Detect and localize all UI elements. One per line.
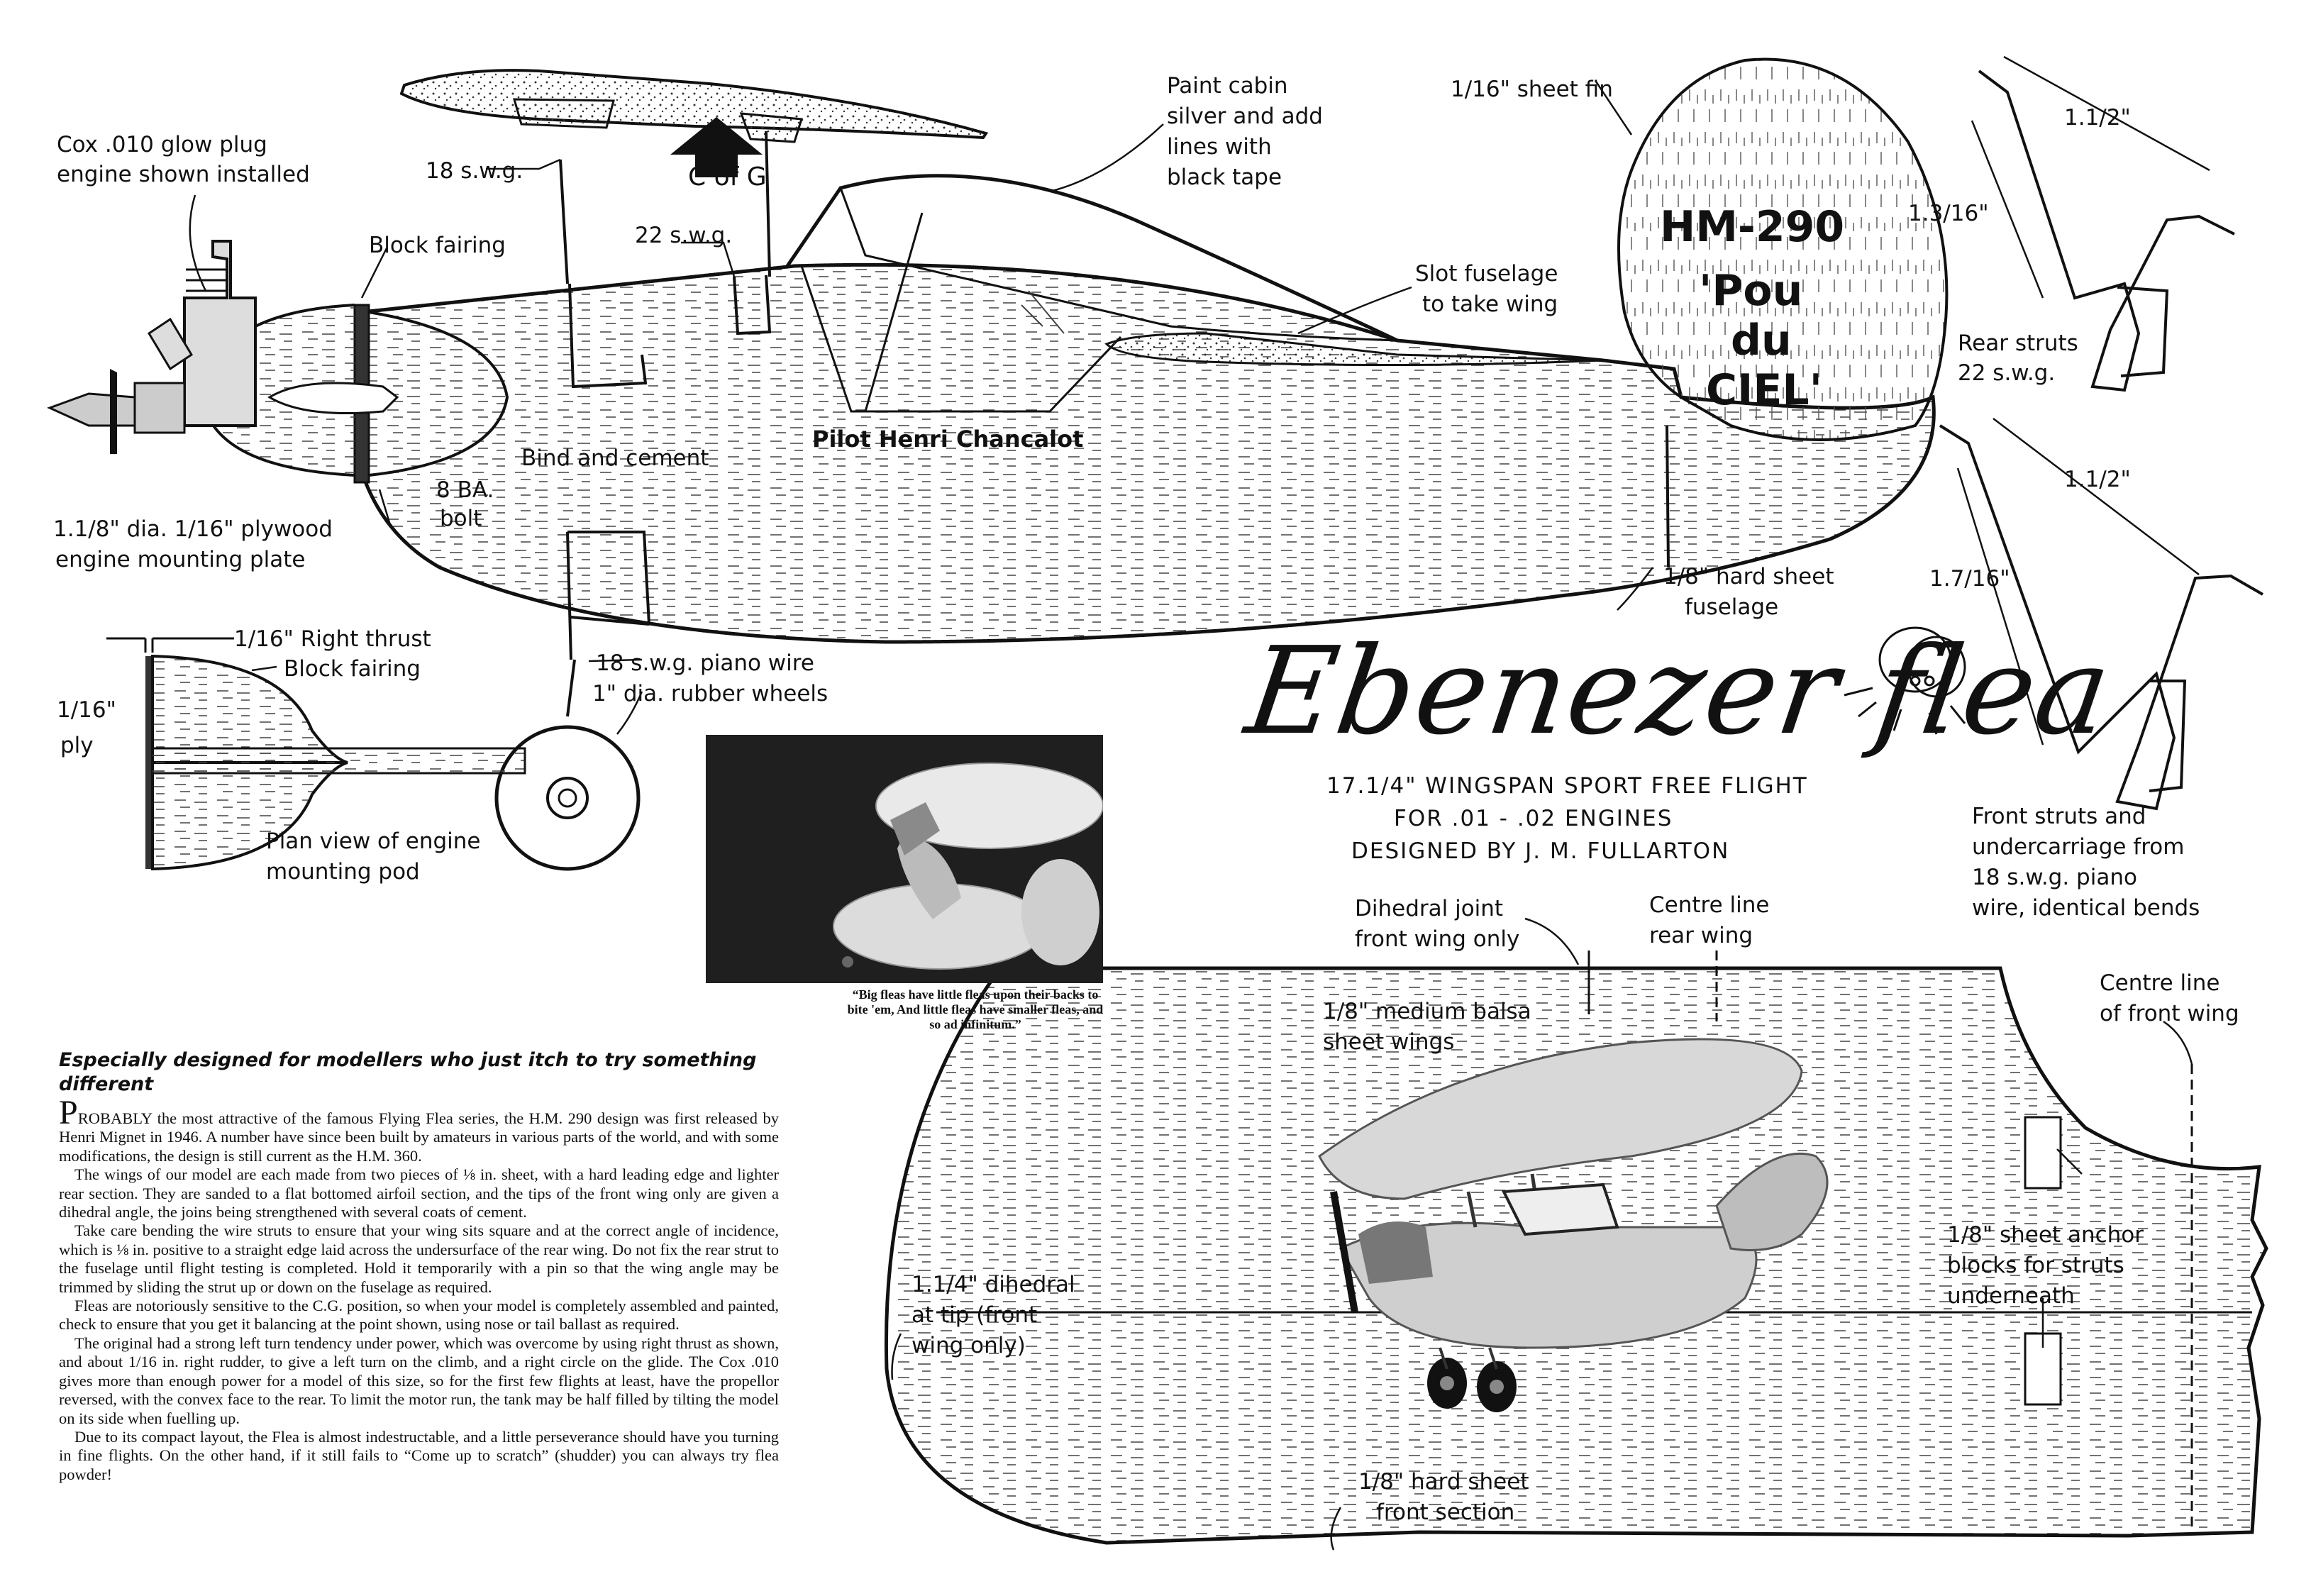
ply-label-1: 1/16" xyxy=(57,697,116,723)
balsa-label-2: sheet wings xyxy=(1323,1029,1455,1055)
fuselage-label-1: 1/8" hard sheet xyxy=(1663,564,1834,589)
dihedral-joint-label-2: front wing only xyxy=(1355,926,1520,952)
rear-strut-detail xyxy=(1978,70,2235,392)
article-paragraph-4: Fleas are notoriously sensitive to the C… xyxy=(59,1297,779,1334)
cabin-note-4: black tape xyxy=(1167,165,1282,190)
rear-strut-width: 1.1/2" xyxy=(2064,105,2131,131)
front-section-label-2: front section xyxy=(1376,1500,1515,1525)
ply-label-2: ply xyxy=(60,733,94,758)
swg22-label: 22 s.w.g. xyxy=(635,223,733,248)
wire-label: 18 s.w.g. piano wire xyxy=(596,650,814,676)
plate-label-1: 1.1/8" dia. 1/16" plywood xyxy=(53,516,333,542)
tip-dihedral-label-2: at tip (front xyxy=(911,1302,1038,1328)
centre-rear-label-2: rear wing xyxy=(1649,923,1753,948)
anchor-blocks-label-2: blocks for struts xyxy=(1947,1253,2124,1278)
cabin-note-2: silver and add xyxy=(1167,104,1323,129)
rear-strut-label-1: Rear struts xyxy=(1958,331,2078,356)
wheels-label: 1" dia. rubber wheels xyxy=(592,681,828,706)
centre-front-label-2: of front wing xyxy=(2100,1001,2239,1026)
cabin-note-3: lines with xyxy=(1167,134,1272,160)
pod-caption-2: mounting pod xyxy=(266,859,420,885)
model-photo xyxy=(1234,1014,1944,1454)
dihedral-joint-label-1: Dihedral joint xyxy=(1355,896,1504,921)
article-paragraph-5: The original had a strong left turn tend… xyxy=(59,1334,779,1427)
upper-wing-section xyxy=(399,69,989,143)
anchor-blocks-label-3: underneath xyxy=(1947,1283,2075,1309)
slot-label-2: to take wing xyxy=(1422,292,1558,317)
front-strut-label-1: Front struts and xyxy=(1972,804,2146,829)
block-fairing-label: Block fairing xyxy=(369,233,506,258)
tip-dihedral-label-3: wing only) xyxy=(911,1333,1026,1358)
front-strut-label-3: 18 s.w.g. piano xyxy=(1972,865,2137,890)
tip-dihedral-label-1: 1.1/4" dihedral xyxy=(911,1272,1075,1297)
leader-lines xyxy=(189,81,2193,1551)
bolt-label-2: bolt xyxy=(440,506,482,531)
centre-front-label-1: Centre line xyxy=(2100,970,2220,996)
bind-label: Bind and cement xyxy=(521,445,709,471)
front-strut-width: 1.1/2" xyxy=(2064,467,2131,492)
article-paragraph-1: PROBABLY the most attractive of the famo… xyxy=(59,1094,779,1165)
engine-label-2: engine shown installed xyxy=(57,162,310,187)
slot-label-1: Slot fuselage xyxy=(1415,261,1558,287)
plate-label-2: engine mounting plate xyxy=(55,547,306,572)
front-strut-detail xyxy=(1939,424,2264,811)
pilot-label: Pilot Henri Chancalot xyxy=(812,426,1084,453)
flying-model-photo xyxy=(706,735,1103,983)
fin-label: 1/16" sheet fin xyxy=(1451,77,1613,102)
pod-caption-1: Plan view of engine xyxy=(266,829,481,854)
centre-rear-label-1: Centre line xyxy=(1649,892,1770,918)
thrust-label: 1/16" Right thrust xyxy=(234,626,431,652)
engine-label: Cox .010 glow plug xyxy=(57,132,267,157)
article-heading: Especially designed for modellers who ju… xyxy=(59,1049,757,1095)
drop-cap: P xyxy=(59,1094,78,1131)
spec-line-3: DESIGNED BY J. M. FULLARTON xyxy=(1351,838,1730,864)
front-strut-label-4: wire, identical bends xyxy=(1972,895,2200,921)
article-paragraph-3: Take care bending the wire struts to ens… xyxy=(59,1221,779,1296)
cofg-label: C of G xyxy=(688,162,767,192)
bolt-label-1: 8 BA. xyxy=(436,477,494,503)
fin-name-3: CIEL' xyxy=(1706,365,1822,415)
fuselage-side-view xyxy=(47,57,1949,871)
cofg-arrow xyxy=(670,117,763,177)
fin-name-2: du xyxy=(1731,316,1792,365)
rear-strut-height: 1.3/16" xyxy=(1908,201,1989,226)
front-section-label-1: 1/8" hard sheet xyxy=(1358,1469,1529,1495)
flea-doodle-icon xyxy=(1844,626,1966,735)
front-strut-label-2: undercarriage from xyxy=(1972,834,2185,860)
fuselage-label-2: fuselage xyxy=(1685,594,1779,620)
front-strut-height: 1.7/16" xyxy=(1929,566,2010,592)
pod-fairing-label: Block fairing xyxy=(284,656,421,682)
spec-line-1: 17.1/4" WINGSPAN SPORT FREE FLIGHT xyxy=(1326,773,1808,799)
article-text: Especially designed for modellers who ju… xyxy=(59,1048,779,1484)
spec-line-2: FOR .01 - .02 ENGINES xyxy=(1394,806,1673,831)
strut-dimensions xyxy=(1956,55,2210,746)
rear-strut-label-2: 22 s.w.g. xyxy=(1958,360,2056,386)
article-paragraph-6: Due to its compact layout, the Flea is a… xyxy=(59,1427,779,1483)
fin-model-text: HM-290 xyxy=(1660,202,1845,252)
swg18-label: 18 s.w.g. xyxy=(426,158,523,184)
photo-caption: “Big fleas have little fleas upon their … xyxy=(847,987,1104,1031)
article-paragraph-2: The wings of our model are each made fro… xyxy=(59,1165,779,1221)
balsa-label-1: 1/8" medium balsa xyxy=(1323,999,1531,1024)
pod-plan-view xyxy=(106,637,526,871)
model-title: Ebenezer flea xyxy=(1238,621,2120,762)
cabin-note-1: Paint cabin xyxy=(1167,73,1288,99)
fin-name-1: 'Pou xyxy=(1699,266,1803,316)
anchor-blocks-label-1: 1/8" sheet anchor xyxy=(1947,1222,2144,1248)
